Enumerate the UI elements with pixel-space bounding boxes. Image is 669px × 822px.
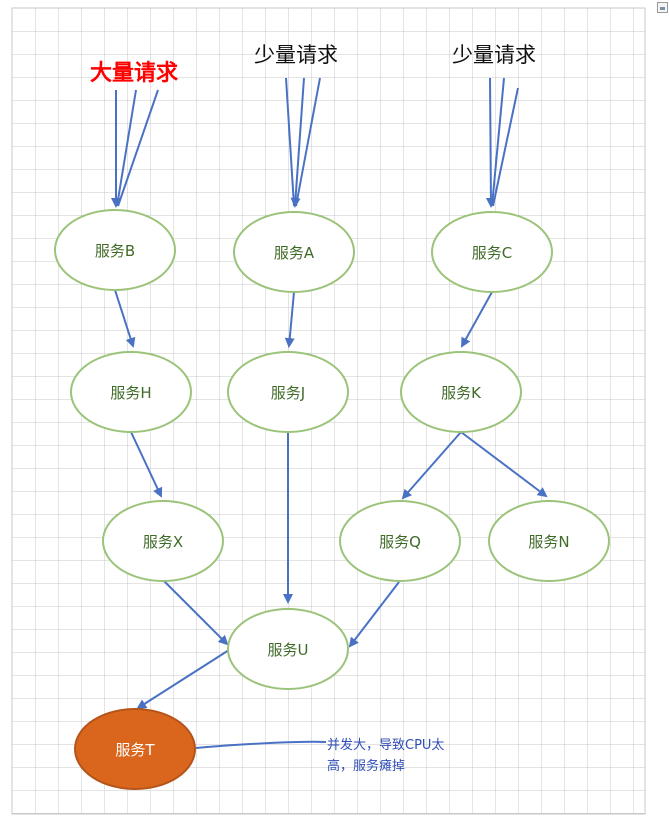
edge-q-u [348, 581, 400, 648]
edge-b-h [114, 289, 136, 348]
edge-c-k [461, 291, 493, 348]
edge-k-q [401, 431, 462, 500]
source-label-light-1: 少量请求 [254, 43, 338, 67]
service-node-t-overloaded: 服务T [74, 708, 196, 790]
request-lines-light-1 [285, 77, 321, 208]
service-node-label: 服务A [274, 244, 315, 262]
image-placeholder-icon[interactable] [657, 2, 668, 13]
service-node-a: 服务A [233, 211, 355, 293]
service-node-k: 服务K [400, 351, 522, 433]
service-node-c: 服务C [431, 211, 553, 293]
service-node-label: 服务B [95, 242, 135, 260]
edge-u-t [136, 649, 230, 710]
service-node-label: 服务X [143, 533, 183, 551]
edge-k-n [460, 431, 548, 498]
annotation-line-1: 并发大，导致CPU太 [327, 737, 444, 753]
service-node-label: 服务U [268, 641, 309, 659]
edge-a-j [284, 291, 295, 348]
annotation-line-2: 高，服务瘫掉 [327, 758, 405, 774]
edge-x-u [162, 579, 229, 646]
service-node-x: 服务X [102, 500, 224, 582]
source-label-light-2: 少量请求 [452, 43, 536, 67]
dependency-edges [114, 289, 548, 710]
service-node-u: 服务U [227, 608, 349, 690]
request-lines-heavy [111, 89, 159, 208]
request-lines-light-2 [485, 77, 519, 208]
service-node-label: 服务T [115, 741, 155, 759]
service-node-q: 服务Q [339, 500, 461, 582]
service-node-label: 服务Q [379, 533, 421, 551]
service-node-label: 服务J [271, 384, 305, 402]
service-node-label: 服务N [528, 533, 569, 551]
service-node-b: 服务B [54, 209, 176, 291]
service-node-label: 服务H [110, 384, 151, 402]
service-node-label: 服务C [472, 244, 512, 262]
service-node-n: 服务N [488, 500, 610, 582]
service-node-label: 服务K [441, 384, 482, 402]
edge-h-x [130, 431, 163, 498]
annotation-connector [195, 740, 327, 749]
service-node-j: 服务J [227, 351, 349, 433]
service-node-h: 服务H [70, 351, 192, 433]
source-label-heavy: 大量请求 [90, 60, 178, 86]
